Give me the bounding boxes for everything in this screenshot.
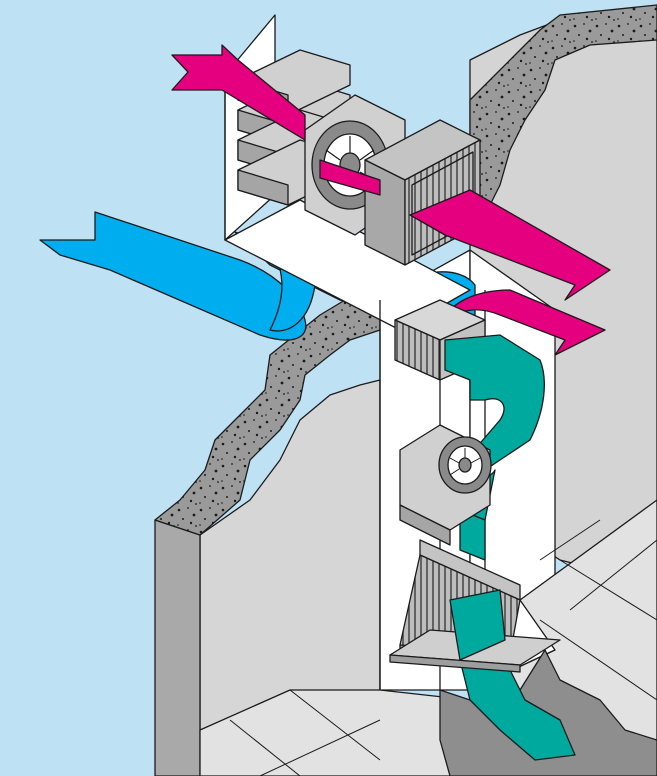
front-wall-side-face (155, 520, 200, 776)
